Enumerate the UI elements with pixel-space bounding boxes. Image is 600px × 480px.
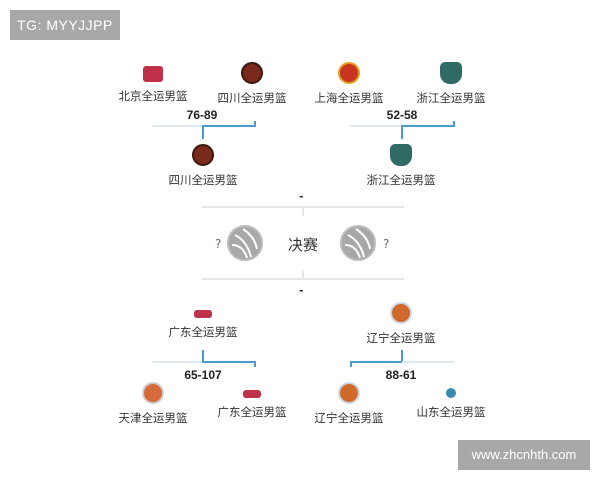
team-guangdong[interactable]: 广东全运男篮: [202, 382, 302, 420]
final-bottom-score: -: [299, 284, 304, 297]
basketball-icon: [340, 225, 376, 261]
match-score: 76-89: [172, 108, 232, 122]
team-name: 天津全运男篮: [118, 411, 188, 425]
team-name: 山东全运男篮: [416, 405, 486, 419]
team-name: 辽宁全运男篮: [366, 331, 436, 345]
zhejiang-logo-icon: [440, 62, 462, 84]
team-tianjin[interactable]: 天津全运男篮: [103, 382, 203, 426]
bracket-line-winner: [401, 125, 403, 139]
final-right-placeholder: ?: [383, 237, 390, 251]
winner-liaoning[interactable]: 辽宁全运男篮: [351, 302, 451, 346]
winner-zhejiang[interactable]: 浙江全运男篮: [351, 144, 451, 188]
team-name: 四川全运男篮: [217, 91, 287, 105]
bracket-line-winner: [202, 125, 256, 127]
basketball-icon: [227, 225, 263, 261]
bracket-line-winner: [254, 121, 256, 127]
bracket-line-winner: [350, 361, 352, 367]
final-bracket-top: [302, 206, 304, 216]
shandong-logo-icon: [446, 388, 456, 398]
bracket-line-winner: [401, 125, 455, 127]
team-name: 广东全运男篮: [168, 325, 238, 339]
match-score: 52-58: [372, 108, 432, 122]
bracket-line-loser: [402, 361, 454, 363]
final-label: 决赛: [288, 236, 319, 254]
team-name: 辽宁全运男篮: [314, 411, 384, 425]
team-name: 北京全运男篮: [118, 89, 188, 103]
team-liaoning[interactable]: 辽宁全运男篮: [299, 382, 399, 426]
match-score: 88-61: [371, 368, 431, 382]
final-bracket-bottom: [302, 270, 304, 280]
bracket-line-winner: [202, 350, 204, 362]
final-top-score: -: [299, 190, 304, 203]
guangdong-logo-icon: [243, 390, 261, 398]
bracket-line-winner: [254, 361, 256, 367]
sichuan-logo-icon: [241, 62, 263, 84]
bracket-line-winner: [453, 121, 455, 127]
team-beijing[interactable]: 北京全运男篮: [103, 62, 203, 104]
sichuan-logo-icon: [192, 144, 214, 166]
final-bracket-bottom: [202, 278, 404, 280]
team-name: 广东全运男篮: [217, 405, 287, 419]
shanghai-logo-icon: [338, 62, 360, 84]
team-name: 四川全运男篮: [168, 173, 238, 187]
team-sichuan[interactable]: 四川全运男篮: [202, 62, 302, 106]
guangdong-logo-icon: [194, 310, 212, 318]
tianjin-logo-icon: [142, 382, 164, 404]
liaoning-logo-icon: [338, 382, 360, 404]
bracket-line-loser: [152, 125, 204, 127]
bracket-line-winner: [202, 361, 256, 363]
winner-sichuan[interactable]: 四川全运男篮: [153, 144, 253, 188]
watermark-top-left: TG: MYYJJPP: [10, 10, 120, 40]
match-score: 65-107: [173, 368, 233, 382]
team-zhejiang[interactable]: 浙江全运男篮: [401, 62, 501, 106]
zhejiang-logo-icon: [390, 144, 412, 166]
liaoning-logo-icon: [390, 302, 412, 324]
bracket-line-winner: [401, 350, 403, 362]
final-left-placeholder: ?: [215, 237, 222, 251]
team-shandong[interactable]: 山东全运男篮: [401, 382, 501, 420]
bracket-line-loser: [152, 361, 204, 363]
beijing-logo-icon: [143, 66, 163, 82]
team-name: 上海全运男篮: [314, 91, 384, 105]
bracket-line-winner: [202, 125, 204, 139]
team-name: 浙江全运男篮: [366, 173, 436, 187]
watermark-bottom-right: www.zhcnhth.com: [458, 440, 590, 470]
team-name: 浙江全运男篮: [416, 91, 486, 105]
winner-guangdong[interactable]: 广东全运男篮: [153, 302, 253, 340]
team-shanghai[interactable]: 上海全运男篮: [299, 62, 399, 106]
bracket-line-loser: [350, 125, 402, 127]
bracket-line-winner: [350, 361, 402, 363]
